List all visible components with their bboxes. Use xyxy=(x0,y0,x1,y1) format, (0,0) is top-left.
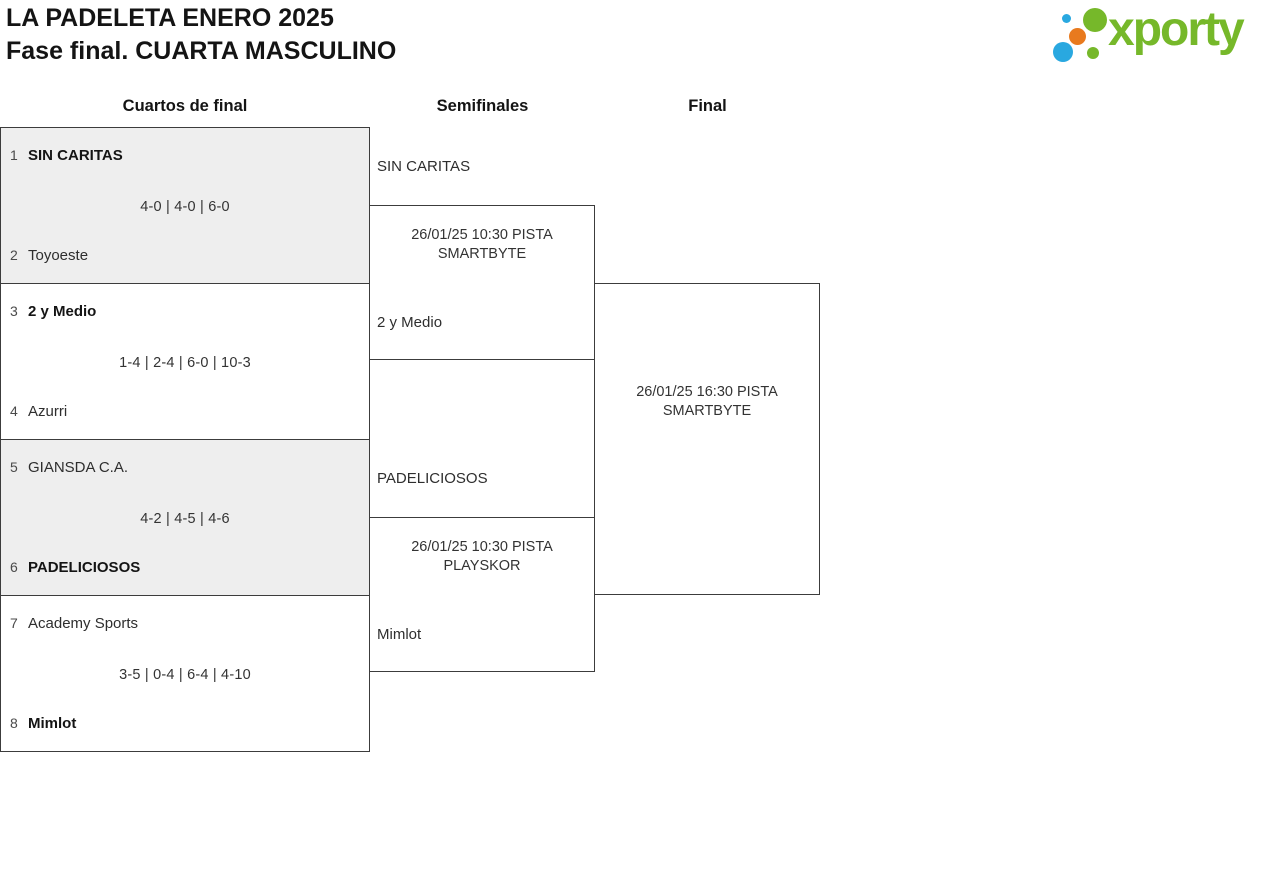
team-name: Academy Sports xyxy=(28,615,139,632)
match-schedule-line1: 26/01/25 16:30 PISTA xyxy=(636,384,778,400)
seed-number: 4 xyxy=(10,403,18,419)
round-header-final: Final xyxy=(688,97,727,115)
team-name: Mimlot xyxy=(377,626,422,643)
team-name: SIN CARITAS xyxy=(28,147,123,164)
seed-number: 7 xyxy=(10,615,18,631)
match-schedule-line2: SMARTBYTE xyxy=(662,402,752,419)
seed-number: 3 xyxy=(10,303,18,319)
match-box-final[interactable] xyxy=(594,283,820,595)
match-score: 1-4 | 2-4 | 6-0 | 10-3 xyxy=(119,355,251,371)
team-name: PADELICIOSOS xyxy=(377,470,488,487)
match-box-quarterfinal-2[interactable]: 3 2 y Medio 1-4 | 2-4 | 6-0 | 10-3 4 Azurr… xyxy=(0,283,370,440)
logo-dot-icon xyxy=(1062,14,1071,23)
team-name: GIANSDA C.A. xyxy=(28,459,129,476)
logo-wordmark: xporty xyxy=(1108,3,1245,56)
logo-dot-icon xyxy=(1083,8,1107,32)
match-schedule-line2: PLAYSKOR xyxy=(443,557,521,574)
match-box-semifinal-1[interactable] xyxy=(369,205,595,360)
logo-dot-icon xyxy=(1069,28,1086,45)
match-schedule: 26/01/25 10:30 PISTA PLAYSKOR xyxy=(369,538,595,575)
round-header-semifinals: Semifinales xyxy=(436,97,529,115)
match-score: 4-0 | 4-0 | 6-0 xyxy=(140,199,230,215)
seed-number: 5 xyxy=(10,459,18,475)
xporty-logo[interactable]: xporty xyxy=(1040,0,1280,75)
seed-number: 6 xyxy=(10,559,18,575)
team-name: Azurri xyxy=(28,403,68,420)
match-schedule: 26/01/25 16:30 PISTA SMARTBYTE xyxy=(594,383,820,420)
match-box-quarterfinal-4[interactable]: 7 Academy Sports 3-5 | 0-4 | 6-4 | 4-10 8… xyxy=(0,595,370,752)
logo-dot-icon xyxy=(1087,47,1099,59)
seed-number: 8 xyxy=(10,715,18,731)
seed-number: 2 xyxy=(10,247,18,263)
match-box-quarterfinal-3[interactable]: 5 GIANSDA C.A. 4-2 | 4-5 | 4-6 6 PADELICIO… xyxy=(0,439,370,596)
match-schedule-line2: SMARTBYTE xyxy=(437,245,527,262)
logo-dot-icon xyxy=(1053,42,1073,62)
match-schedule-line1: 26/01/25 10:30 PISTA xyxy=(411,227,553,243)
match-schedule-line1: 26/01/25 10:30 PISTA xyxy=(411,539,553,555)
page-title: LA PADELETA ENERO 2025 xyxy=(6,4,334,32)
match-box-quarterfinal-1[interactable]: 1 SIN CARITAS 4-0 | 4-0 | 6-0 2 Toyoeste xyxy=(0,127,370,284)
team-name: PADELICIOSOS xyxy=(28,559,141,576)
page-subtitle: Fase final. CUARTA MASCULINO xyxy=(6,37,397,65)
match-score: 3-5 | 0-4 | 6-4 | 4-10 xyxy=(119,667,251,683)
team-name: 2 y Medio xyxy=(377,314,443,331)
team-name: Mimlot xyxy=(28,715,77,732)
match-box-semifinal-2[interactable] xyxy=(369,517,595,672)
match-score: 4-2 | 4-5 | 4-6 xyxy=(140,511,230,527)
team-name: 2 y Medio xyxy=(28,303,97,320)
team-name: SIN CARITAS xyxy=(377,158,471,175)
round-header-quarterfinals: Cuartos de final xyxy=(122,97,248,115)
team-name: Toyoeste xyxy=(28,247,89,264)
match-schedule: 26/01/25 10:30 PISTA SMARTBYTE xyxy=(369,226,595,263)
seed-number: 1 xyxy=(10,147,18,163)
